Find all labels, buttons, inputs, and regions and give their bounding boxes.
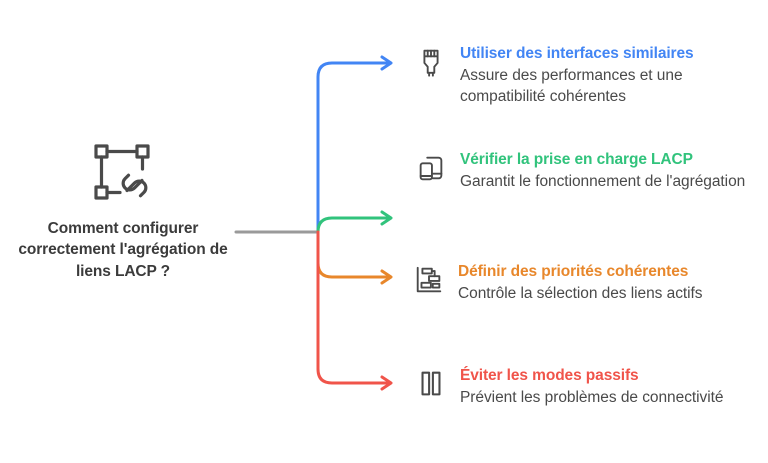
rj45-ethernet-plug-icon — [410, 44, 452, 78]
pause-bars-icon — [410, 366, 452, 400]
connector-branch-4 — [316, 230, 389, 385]
devices-phone-tablet-icon — [410, 150, 452, 184]
branch-text-2: Vérifier la prise en charge LACP Garanti… — [452, 150, 760, 193]
branch-title-4: Éviter les modes passifs — [460, 367, 639, 384]
branch-item-2: Vérifier la prise en charge LACP Garanti… — [410, 150, 762, 193]
branch-item-1: Utiliser des interfaces similaires Assur… — [410, 44, 762, 108]
branch-title-2: Vérifier la prise en charge LACP — [460, 151, 693, 168]
link-selection-icon — [90, 140, 156, 206]
branch-item-4: Éviter les modes passifs Prévient les pr… — [410, 366, 762, 409]
branch-title-1: Utiliser des interfaces similaires — [460, 45, 694, 62]
arrow-right-icon-branch-3 — [380, 269, 393, 285]
branch-text-4: Éviter les modes passifs Prévient les pr… — [452, 366, 760, 409]
branch-description-4: Prévient les problèmes de connectivité — [460, 388, 724, 406]
arrow-right-icon-branch-1 — [380, 55, 393, 71]
branch-item-3: Définir des priorités cohérentes Contrôl… — [408, 262, 768, 305]
branch-description-2: Garantit le fonctionnement de l'agrégati… — [460, 172, 746, 190]
connector-branch-3 — [316, 230, 389, 279]
connector-branch-2 — [316, 216, 389, 234]
branch-title-3: Définir des priorités cohérentes — [458, 263, 689, 280]
root-label: Comment configurer correctement l'agréga… — [18, 220, 228, 280]
branch-text-3: Définir des priorités cohérentes Contrôl… — [450, 262, 768, 305]
root-node: Comment configurer correctement l'agréga… — [12, 140, 234, 282]
connector-branch-1 — [316, 61, 389, 234]
branch-text-1: Utiliser des interfaces similaires Assur… — [452, 44, 760, 108]
arrow-right-icon-branch-2 — [380, 210, 393, 226]
arrow-right-icon-branch-4 — [380, 375, 393, 391]
branch-description-3: Contrôle la sélection des liens actifs — [458, 284, 703, 302]
gantt-priority-bars-icon — [408, 262, 450, 296]
branch-description-1: Assure des performances et une compatibi… — [460, 66, 683, 105]
